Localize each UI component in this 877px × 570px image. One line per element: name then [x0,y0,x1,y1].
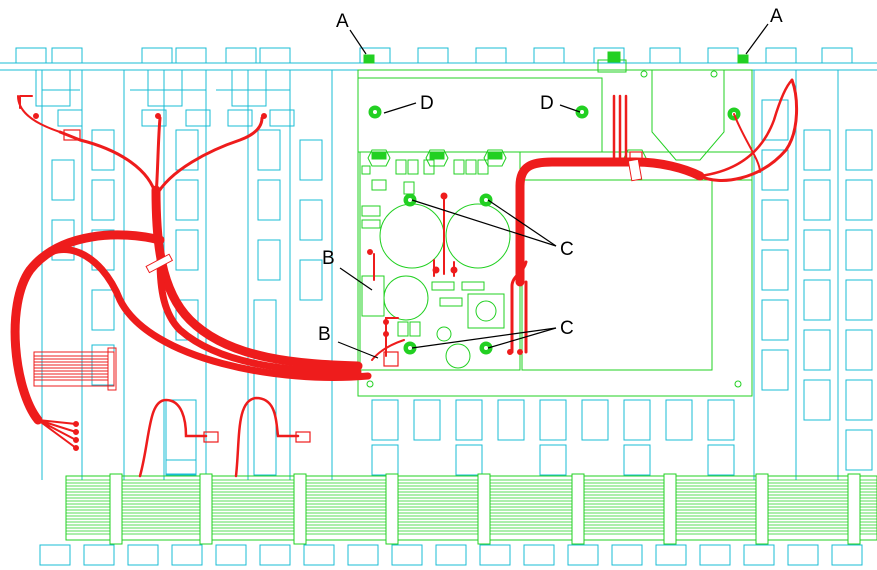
callout-leaders [337,23,769,359]
right-card-components [761,99,873,471]
bottom-connector-row [39,544,863,566]
capacitor-icon [383,275,429,321]
left-card-components [51,129,323,476]
capacitor-icon [436,326,452,342]
capacitor-icon [445,203,511,269]
label-c-bottom: C [560,318,574,339]
standoff-icon [479,193,493,207]
label-c-top: C [560,239,574,260]
bottom-ribbon-cable [65,473,877,545]
card-headers [35,69,295,127]
capacitor-icon [379,203,445,269]
standoff-icon [479,341,493,355]
wiring-harness [10,78,799,478]
standoff-icon [403,341,417,355]
card-connectors [63,129,643,443]
cable-ties [145,158,643,274]
top-rail-connectors [15,47,853,64]
wire-terminals [33,113,523,451]
label-a-right: A [770,6,783,27]
power-supply-assembly [357,59,753,397]
mounting-screw-icon [368,105,382,119]
lower-card-components [371,399,735,476]
capacitor-icon [445,343,471,369]
connector-icon [33,347,117,391]
label-b-top: B [322,248,335,269]
label-b-bottom: B [318,324,331,345]
fasteners [363,51,749,355]
standoff-icon [403,193,417,207]
label-a-left: A [336,11,349,32]
ribbon-clamps [109,473,861,545]
chassis-outline [0,47,877,566]
label-d-left: D [420,93,434,114]
label-d-right: D [540,93,554,114]
mounting-screw-icon [575,105,589,119]
card-slot-lines [41,70,839,480]
